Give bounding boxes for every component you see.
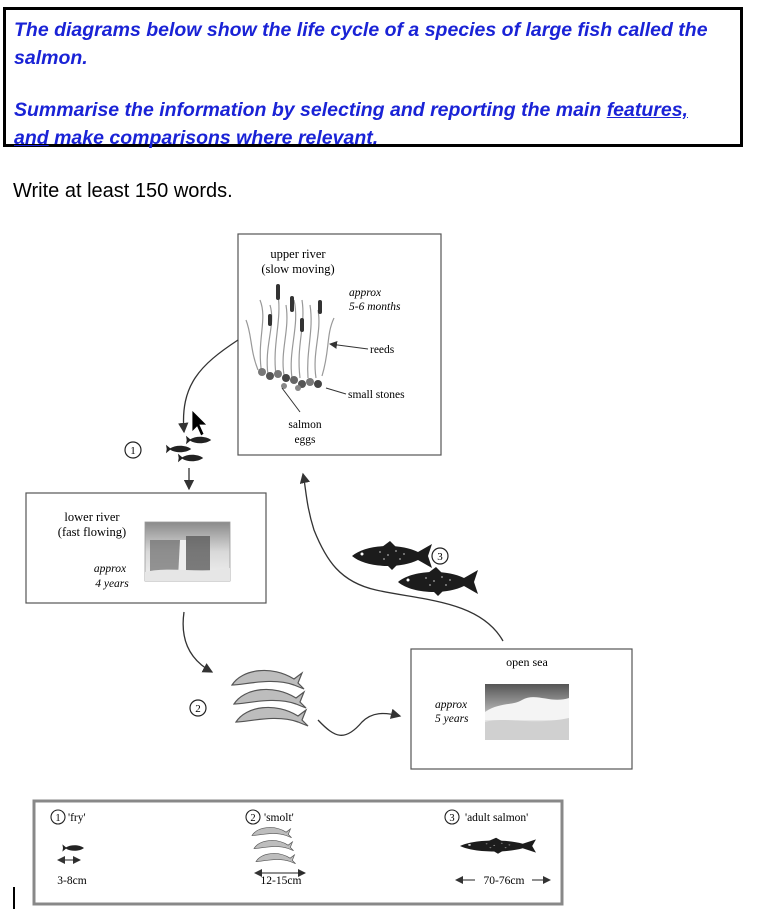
upper-river-subtitle: (slow moving) xyxy=(261,262,334,276)
task-prompt-box: The diagrams below show the life cycle o… xyxy=(3,7,743,149)
stage-marker-2: 2 xyxy=(195,703,201,715)
cattail-heads xyxy=(268,284,322,332)
arrow-lower-to-smolt xyxy=(182,611,214,673)
upper-river-approx: approx xyxy=(349,287,382,299)
upper-river-title: upper river xyxy=(270,247,326,261)
legend-adult-num: 3 xyxy=(449,813,454,824)
prompt-line-2: Summarise the information by selecting a… xyxy=(14,96,732,152)
size-legend: 1 'fry' 3-8cm 2 'smolt' 12-15cm 3 'adult… xyxy=(32,799,564,906)
arrow-upper-to-fry xyxy=(178,339,239,434)
legend-fry-num: 1 xyxy=(55,813,60,824)
small-stones-label: small stones xyxy=(348,389,405,401)
mouse-pointer-icon xyxy=(191,409,208,437)
legend-fry-size: 3-8cm xyxy=(57,875,86,887)
upper-river-duration: 5-6 months xyxy=(349,301,401,313)
lower-river-panel: lower river (fast flowing) approx 4 year… xyxy=(25,492,267,604)
prompt-link-features[interactable]: features, xyxy=(606,99,688,121)
legend-smolt-size: 12-15cm xyxy=(261,875,302,887)
lower-river-title: lower river xyxy=(64,510,120,524)
text-cursor xyxy=(13,887,15,909)
reeds-label: reeds xyxy=(370,344,395,356)
stage-marker-3: 3 xyxy=(437,551,443,563)
prompt-link-and[interactable]: and xyxy=(14,127,49,149)
stage-marker-1: 1 xyxy=(130,445,136,457)
open-sea-panel: open sea approx 5 years xyxy=(410,648,633,770)
arrow-smolt-to-sea xyxy=(317,708,402,736)
prompt-line-2-text: Summarise the information by selecting a… xyxy=(14,99,607,121)
legend-smolt-label: 'smolt' xyxy=(264,812,294,824)
adult-salmon-stage: 3 xyxy=(352,541,478,596)
waterfall-image xyxy=(144,521,231,582)
legend-adult-label: 'adult salmon' xyxy=(465,812,528,824)
arrow-sea-to-upper xyxy=(299,472,504,642)
prompt-line-1: The diagrams below show the life cycle o… xyxy=(14,19,708,69)
open-sea-duration: 5 years xyxy=(435,713,469,725)
sea-waves-image xyxy=(485,684,569,740)
lower-river-subtitle: (fast flowing) xyxy=(58,525,126,539)
fry-stage: 1 xyxy=(124,435,212,491)
reeds-illustration xyxy=(245,294,335,379)
lower-river-duration: 4 years xyxy=(95,578,129,590)
salmon-eggs-label-2: eggs xyxy=(294,434,316,446)
legend-fry-label: 'fry' xyxy=(68,812,86,824)
word-count-instruction: Write at least 150 words. xyxy=(13,180,233,202)
lower-river-approx: approx xyxy=(94,563,127,575)
legend-adult-size: 70-76cm xyxy=(484,875,525,887)
salmon-eggs-stones xyxy=(258,368,322,391)
smolt-stage: 2 xyxy=(189,669,309,727)
upper-river-panel: upper river (slow moving) approx 5-6 mon… xyxy=(237,233,442,456)
prompt-line-2-end: make comparisons where relevant. xyxy=(48,127,379,149)
open-sea-approx: approx xyxy=(435,699,468,711)
open-sea-title: open sea xyxy=(506,655,548,669)
legend-smolt-num: 2 xyxy=(250,813,255,824)
salmon-eggs-label-1: salmon xyxy=(288,419,321,431)
